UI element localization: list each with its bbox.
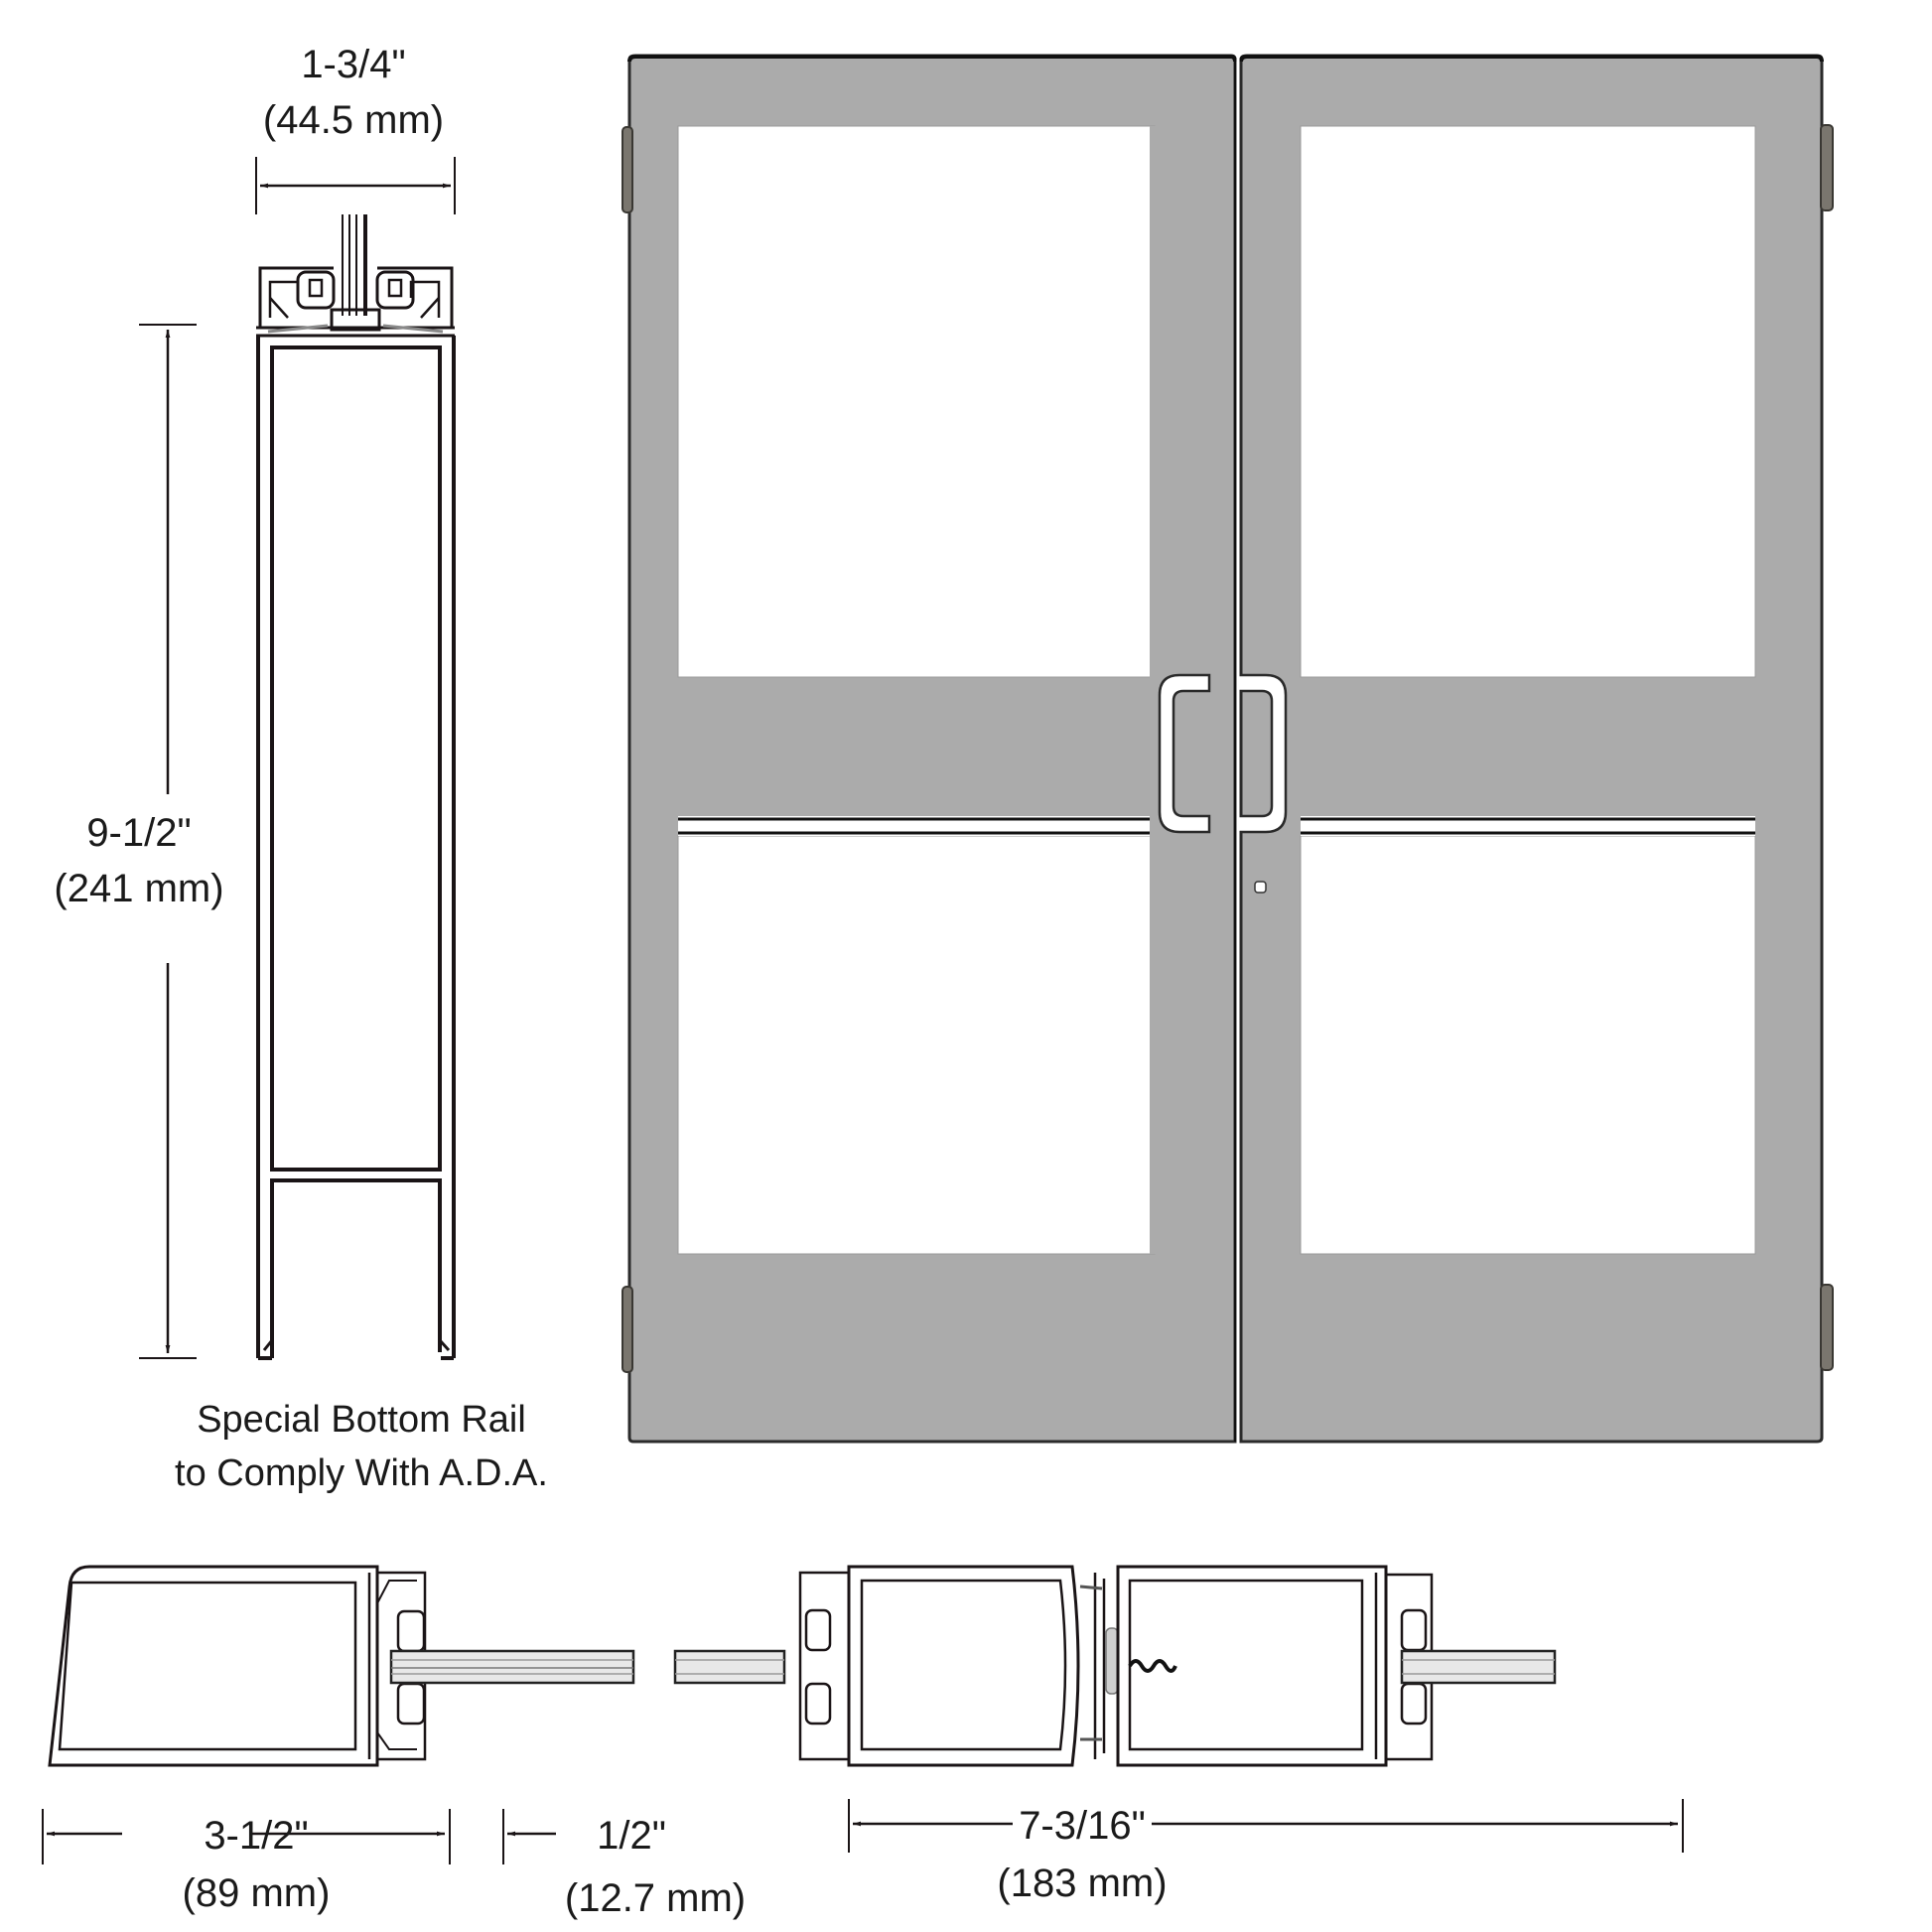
dim-meeting-stiles-metric: (183 mm) bbox=[997, 1862, 1167, 1905]
dim-width-metric: (44.5 mm) bbox=[263, 98, 444, 142]
hinge-icon bbox=[621, 126, 633, 213]
top-rail-profile bbox=[256, 266, 455, 338]
dim-meeting-stiles-imperial: 7-3/16" bbox=[1019, 1804, 1146, 1848]
hinge-icon bbox=[621, 1286, 633, 1373]
section-body bbox=[256, 336, 456, 1360]
glass-pane-upper-right bbox=[1300, 125, 1756, 678]
dim-stile-metric: (89 mm) bbox=[183, 1871, 331, 1915]
dim-glass-stop-metric: (12.7 mm) bbox=[565, 1876, 746, 1920]
dim-width-imperial: 1-3/4" bbox=[301, 43, 405, 86]
hinge-icon bbox=[1820, 124, 1834, 211]
glass-pane-lower-right bbox=[1300, 835, 1756, 1255]
mid-rail-right bbox=[1301, 816, 1755, 836]
caption-line-2: to Comply With A.D.A. bbox=[175, 1452, 548, 1494]
horizontal-section-meeting-stiles bbox=[673, 1565, 1557, 1767]
dim-height-imperial: 9-1/2" bbox=[86, 811, 191, 855]
lock-cylinder-icon bbox=[1254, 881, 1267, 894]
door-leaf-right bbox=[1234, 54, 1834, 1444]
hinge-icon bbox=[1820, 1284, 1834, 1371]
glass-pane-upper-left bbox=[677, 125, 1156, 678]
pull-handle-left[interactable] bbox=[1158, 673, 1211, 834]
screw-icon bbox=[1128, 1659, 1177, 1673]
astragal-weatherstrip bbox=[1105, 1627, 1119, 1695]
dim-glass-stop-imperial: 1/2" bbox=[597, 1814, 666, 1858]
vertical-section: 1-3/4" (44.5 mm) bbox=[54, 43, 548, 1494]
bottom-dimensions: 3-1/2" (89 mm) 1/2" (12.7 mm) 7-3/16" (1… bbox=[42, 1799, 1684, 1920]
caption-line-1: Special Bottom Rail bbox=[197, 1399, 526, 1441]
mid-rail-left bbox=[678, 816, 1155, 836]
glass-lite bbox=[389, 1649, 635, 1685]
dim-stile-imperial: 3-1/2" bbox=[204, 1814, 308, 1858]
dim-height-metric: (241 mm) bbox=[54, 867, 223, 910]
glass-pane-lower-left bbox=[677, 835, 1156, 1255]
glass-lite bbox=[342, 214, 367, 316]
horizontal-section-hinge-stile bbox=[48, 1565, 635, 1767]
door-leaf-left bbox=[621, 54, 1237, 1444]
door-elevation bbox=[621, 54, 1834, 1444]
